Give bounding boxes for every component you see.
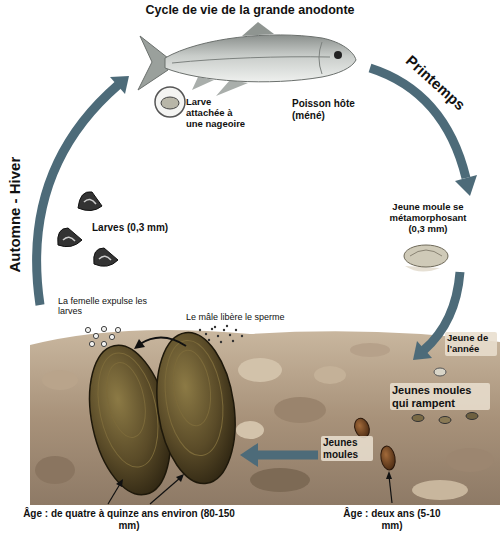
larva-dot xyxy=(101,326,106,331)
callout-label: Larve attachée à une nageoire xyxy=(186,97,250,130)
pebble xyxy=(274,397,326,423)
host-label: Poisson hôte (méné) xyxy=(292,98,366,121)
fish-tail xyxy=(138,36,168,90)
sperm-cloud xyxy=(199,325,243,343)
larva-dot xyxy=(89,341,94,346)
pebble xyxy=(35,456,75,484)
fish-body xyxy=(165,35,356,82)
fish-pelvic-fin xyxy=(216,80,248,96)
sperm-dot xyxy=(205,333,207,335)
pebble xyxy=(236,421,264,439)
leader-line xyxy=(389,476,392,503)
pebble xyxy=(446,448,494,472)
sperm-dot xyxy=(232,340,234,342)
sperm-dot xyxy=(223,329,225,331)
leader-line xyxy=(150,478,180,504)
age-label: Âge : de quatre à quinze ans environ (80… xyxy=(20,508,238,531)
larva-shell xyxy=(94,248,118,266)
leader-line xyxy=(108,484,120,504)
fish-gill xyxy=(319,42,322,74)
juvenile-shell xyxy=(466,413,478,420)
larva-dot xyxy=(85,327,90,332)
sperm-dot xyxy=(217,335,219,337)
young-shell xyxy=(404,245,448,267)
larva-dot xyxy=(93,333,98,338)
expelled-larvae xyxy=(85,326,120,346)
juvenile-shell xyxy=(434,368,446,376)
arrow-head xyxy=(413,341,432,360)
sperm-dot xyxy=(241,335,243,337)
larva-valve xyxy=(99,256,111,260)
note-label: La femelle expulse les larves xyxy=(58,296,150,317)
leader-head xyxy=(176,474,184,482)
fish-lateral-line xyxy=(172,57,330,63)
riverbed xyxy=(30,330,500,505)
attached-larva xyxy=(155,87,185,117)
larva-inset xyxy=(155,87,185,117)
metamorphosing-mussel xyxy=(404,245,448,272)
fertilisation-arrow xyxy=(140,337,186,346)
pebble xyxy=(412,480,468,500)
cycle-arrow xyxy=(256,451,318,460)
larva-shell xyxy=(78,192,102,211)
sperm-dot xyxy=(214,326,216,328)
pebble xyxy=(250,468,310,492)
pebble xyxy=(42,370,78,390)
diagram-title: Cycle de vie de la grande anodonte xyxy=(0,3,500,17)
sperm-dot xyxy=(211,328,213,330)
larva-dot xyxy=(115,327,120,332)
arrow-head xyxy=(134,339,145,349)
sperm-dot xyxy=(226,325,228,327)
fish-eye xyxy=(334,51,342,59)
sperm-dot xyxy=(208,339,210,341)
stage-label: Jeune de l'année xyxy=(445,332,497,356)
season-label: Printemps xyxy=(403,52,469,114)
shell-ring xyxy=(410,250,442,256)
cycle-arrow xyxy=(37,85,118,305)
larva-valve xyxy=(84,199,96,204)
stage-label: Jeunes moules xyxy=(321,436,373,461)
host-fish xyxy=(138,22,356,96)
arrow-head xyxy=(110,76,129,94)
larva-dot xyxy=(109,334,114,339)
shell-ring xyxy=(100,359,151,441)
fish-dorsal-fin xyxy=(242,22,274,36)
sperm-dot xyxy=(220,341,222,343)
young-mussel-shell xyxy=(379,445,397,471)
sperm-dot xyxy=(229,334,231,336)
season-label: Automne - Hiver xyxy=(6,157,23,273)
leader-head xyxy=(386,471,392,479)
shell-ring xyxy=(169,348,215,428)
sperm-dot xyxy=(199,329,201,331)
stage-label: Larves (0,3 mm) xyxy=(92,222,168,234)
shell-ring xyxy=(89,347,168,472)
larva-shell xyxy=(161,97,179,109)
larva-shell xyxy=(58,228,82,247)
pebble xyxy=(314,366,346,384)
stage-label: Jeune moule se métamorphosant (0,3 mm) xyxy=(380,202,476,235)
arrow-head xyxy=(455,175,477,196)
stage-label: Jeunes moules qui rampent xyxy=(390,383,490,410)
age-label: Âge : deux ans (5-10 mm) xyxy=(340,508,444,531)
leader-head xyxy=(116,479,123,487)
sperm-dot xyxy=(235,329,237,331)
arrow-head xyxy=(240,443,258,467)
pebble xyxy=(238,358,282,382)
adult-mussels xyxy=(77,327,244,504)
pebble xyxy=(350,343,390,357)
larva-dot xyxy=(101,341,106,346)
male-shell xyxy=(148,327,244,488)
shell-ring xyxy=(158,337,230,460)
larva-valve xyxy=(63,237,75,241)
juvenile-shell xyxy=(412,415,424,422)
note-label: Le mâle libère le sperme xyxy=(186,312,285,322)
juvenile-shell xyxy=(439,417,451,424)
